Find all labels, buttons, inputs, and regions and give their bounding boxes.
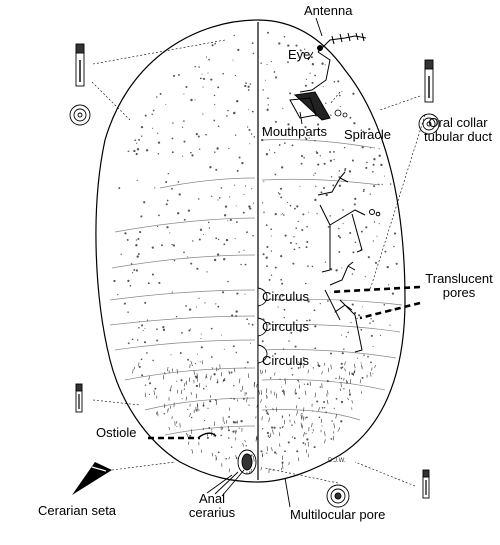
label-circulus-2: Circulus bbox=[262, 320, 309, 334]
cerarian-seta-shape bbox=[72, 462, 112, 495]
label-translucent-pores: Translucent pores bbox=[418, 272, 500, 301]
label-oral-collar-line1: Oral collar bbox=[418, 116, 498, 130]
label-oral-collar-line2: tubular duct bbox=[418, 130, 498, 144]
label-cerarian-seta: Cerarian seta bbox=[38, 504, 116, 518]
middle-leg-shape bbox=[318, 172, 380, 272]
tubular-duct-inset-left bbox=[70, 44, 90, 125]
label-oral-collar: Oral collar tubular duct bbox=[418, 116, 498, 145]
seta-inset-right-bottom bbox=[423, 470, 429, 498]
antenna-shape bbox=[318, 33, 366, 52]
label-spiracle: Spiracle bbox=[344, 128, 391, 142]
multilocular-pore-inset bbox=[327, 485, 349, 507]
label-translucent-line1: Translucent bbox=[418, 272, 500, 286]
surface-pores bbox=[113, 32, 397, 471]
anal-ring-shape bbox=[238, 450, 256, 474]
spiracle-shape bbox=[335, 110, 347, 117]
label-anal-cerarius: Anal cerarius bbox=[182, 492, 242, 521]
label-eye: Eye bbox=[288, 48, 310, 62]
label-circulus-3: Circulus bbox=[262, 354, 309, 368]
label-anal-cerarius-line1: Anal bbox=[182, 492, 242, 506]
ostiole-shape bbox=[198, 433, 216, 438]
label-translucent-line2: pores bbox=[418, 286, 500, 300]
label-mouthparts: Mouthparts bbox=[262, 125, 327, 139]
label-ostiole: Ostiole bbox=[96, 426, 136, 440]
label-circulus-1: Circulus bbox=[262, 290, 309, 304]
artist-initials: D.J.W. bbox=[328, 458, 346, 465]
label-anal-cerarius-line2: cerarius bbox=[182, 506, 242, 520]
label-antenna: Antenna bbox=[304, 4, 352, 18]
label-multilocular-pore: Multilocular pore bbox=[290, 508, 385, 522]
hind-leg-shape bbox=[325, 262, 362, 352]
seta-inset-left-bottom bbox=[76, 384, 82, 412]
